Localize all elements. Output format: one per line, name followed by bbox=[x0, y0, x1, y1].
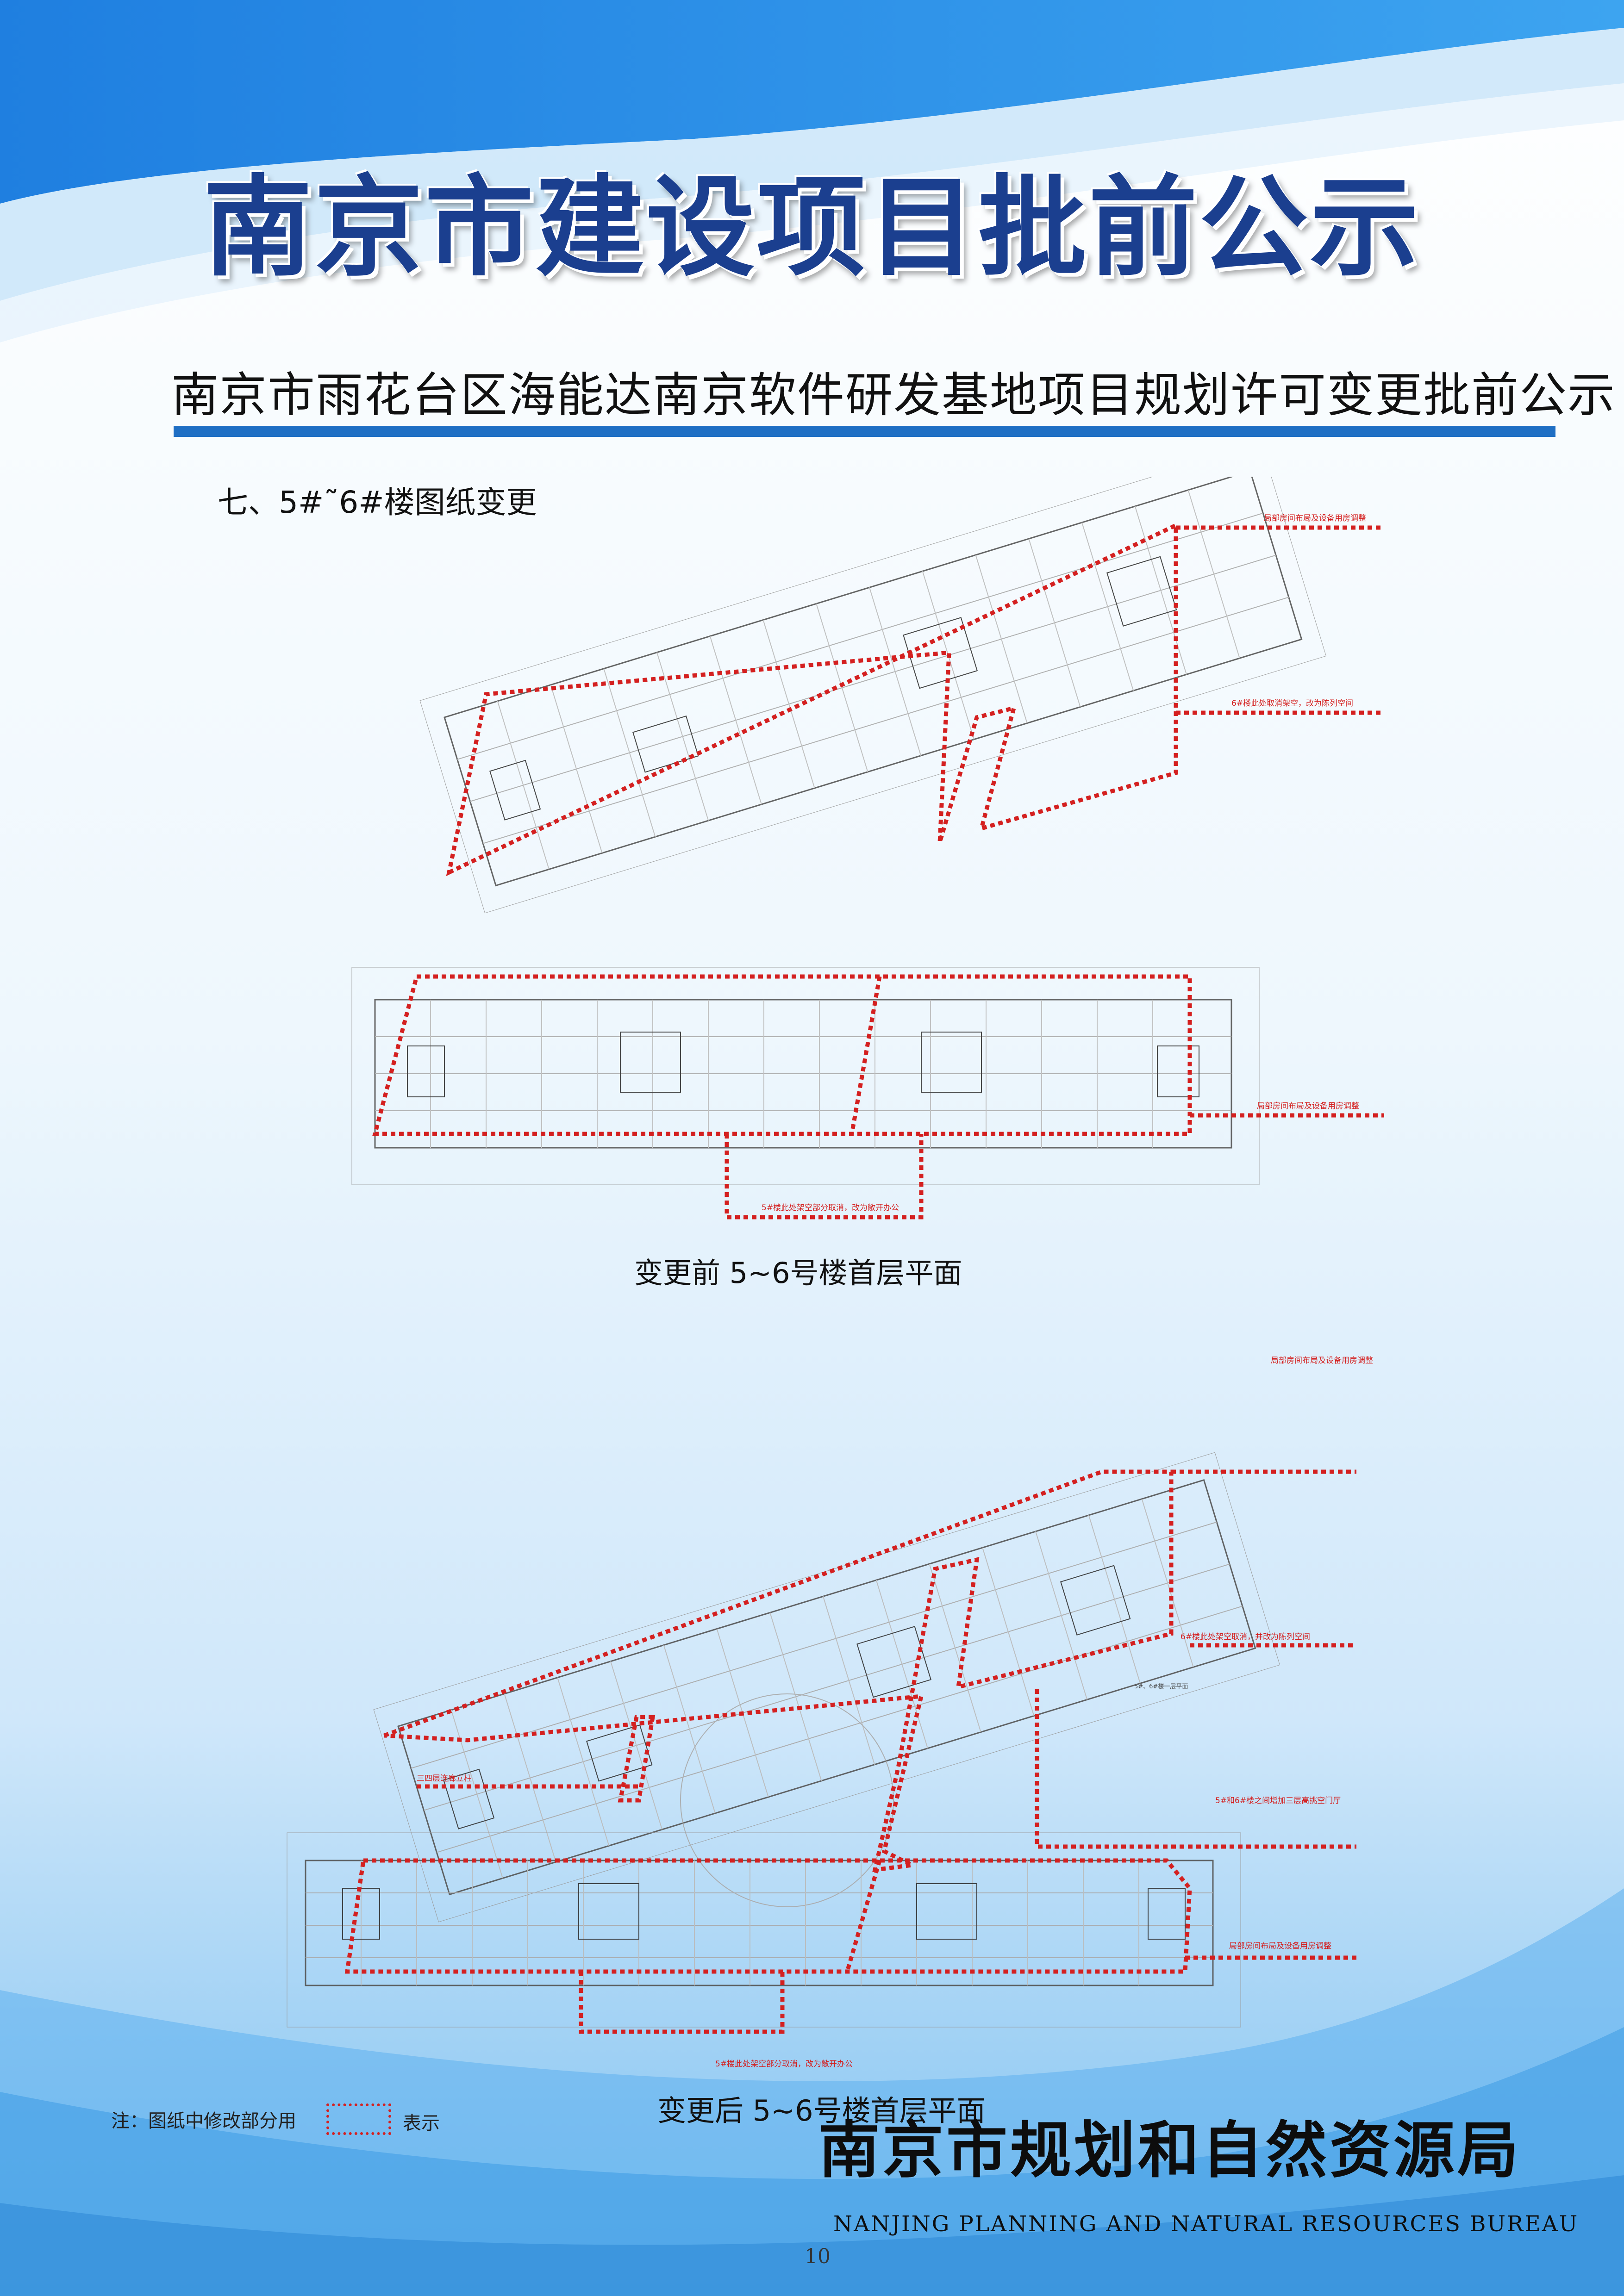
main-title: 南京市建设项目批前公示 bbox=[203, 163, 1421, 291]
annotation: 6#楼此处架空取消，并改为陈列空间 bbox=[1181, 1632, 1310, 1642]
annotation: 局部房间布局及设备用房调整 bbox=[1257, 1101, 1359, 1111]
title-divider bbox=[174, 426, 1555, 437]
annotation: 6#楼此处取消架空，改为陈列空间 bbox=[1231, 699, 1353, 708]
annotation: 局部房间布局及设备用房调整 bbox=[1229, 1941, 1331, 1951]
agency-name: 南京市规划和自然资源局 bbox=[818, 2115, 1521, 2186]
annotation: 局部房间布局及设备用房调整 bbox=[1271, 1356, 1373, 1365]
subtitle: 南京市雨花台区海能达南京软件研发基地项目规划许可变更批前公示 bbox=[171, 368, 1616, 423]
annotation: 三四层连廊立柱 bbox=[417, 1774, 472, 1783]
legend-note: 注：图纸中修改部分用 bbox=[111, 2110, 296, 2132]
caption-after: 变更后 5~6号楼首层平面 bbox=[657, 2094, 986, 2128]
floor-plan-after: 局部房间布局及设备用房调整 6#楼此处架空取消，并改为陈列空间 三四层连廊立柱 … bbox=[287, 1356, 1373, 2069]
caption-before: 变更前 5~6号楼首层平面 bbox=[634, 1256, 962, 1290]
section-heading: 七、5#˜6#楼图纸变更 bbox=[218, 485, 537, 520]
page-number: 10 bbox=[805, 2245, 831, 2268]
agency-name-english: NANJING PLANNING AND NATURAL RESOURCES B… bbox=[833, 2211, 1579, 2237]
legend-swatch bbox=[326, 2103, 391, 2135]
annotation: 5#楼此处架空部分取消，改为敞开办公 bbox=[762, 1203, 899, 1213]
plan-after-annotations: 局部房间布局及设备用房调整 6#楼此处架空取消，并改为陈列空间 三四层连廊立柱 … bbox=[417, 1356, 1373, 2069]
annotation: 5#和6#楼之间增加三层高挑空门厅 bbox=[1215, 1796, 1341, 1805]
drawing-label: 5#、6#楼一层平面 bbox=[1134, 1683, 1188, 1690]
plan-before-annotations: 局部房间布局及设备用房调整 6#楼此处取消架空，改为陈列空间 局部房间布局及设备… bbox=[762, 514, 1366, 1213]
legend-text: 表示 bbox=[403, 2113, 440, 2134]
floor-plan-before: 局部房间布局及设备用房调整 6#楼此处取消架空，改为陈列空间 局部房间布局及设备… bbox=[351, 477, 1384, 1220]
annotation: 局部房间布局及设备用房调整 bbox=[1264, 514, 1366, 523]
annotation: 5#楼此处架空部分取消，改为敞开办公 bbox=[715, 2060, 853, 2069]
